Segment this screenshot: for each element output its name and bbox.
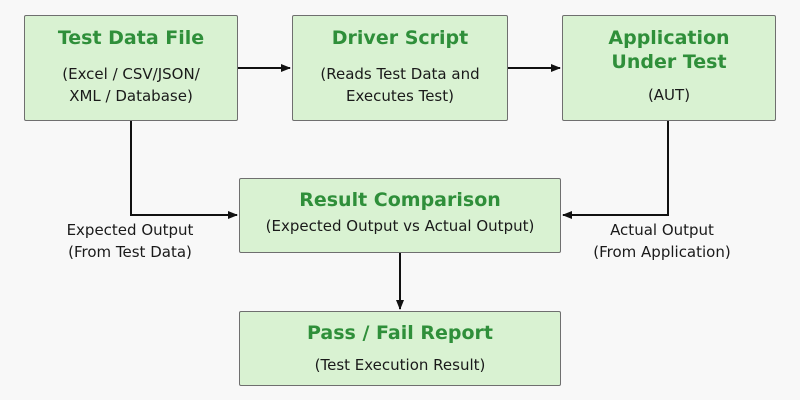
test-data-file-box: Test Data File (Excel / CSV/JSON/ XML / … [24, 15, 238, 121]
arrow-data-to-comparison [130, 121, 238, 219]
test-data-file-sub1: (Excel / CSV/JSON/ [62, 65, 200, 83]
report-box: Pass / Fail Report (Test Execution Resul… [239, 311, 561, 386]
aut-title-line2: Under Test [611, 51, 727, 73]
result-comparison-sub: (Expected Output vs Actual Output) [265, 217, 535, 235]
expected-output-line1: Expected Output [66, 221, 194, 239]
driver-script-title: Driver Script [331, 27, 469, 49]
aut-title-line1: Application [608, 27, 730, 49]
driver-script-sub2: Executes Test) [346, 87, 454, 105]
test-data-file-title: Test Data File [57, 27, 205, 49]
result-comparison-box: Result Comparison (Expected Output vs Ac… [239, 178, 561, 253]
arrow-aut-to-comparison [562, 121, 669, 219]
result-comparison-title: Result Comparison [299, 189, 501, 211]
expected-output-label: Expected Output (From Test Data) [40, 219, 220, 263]
report-sub: (Test Execution Result) [314, 356, 486, 374]
actual-output-line2: (From Application) [593, 243, 731, 261]
expected-output-line2: (From Test Data) [68, 243, 192, 261]
driver-script-sub1: (Reads Test Data and [320, 65, 480, 83]
report-title: Pass / Fail Report [307, 322, 493, 344]
actual-output-label: Actual Output (From Application) [572, 219, 752, 263]
aut-box: Application Under Test (AUT) [562, 15, 776, 121]
aut-sub: (AUT) [647, 86, 691, 104]
test-data-file-sub2: XML / Database) [69, 87, 193, 105]
actual-output-line1: Actual Output [610, 221, 714, 239]
driver-script-box: Driver Script (Reads Test Data and Execu… [292, 15, 508, 121]
